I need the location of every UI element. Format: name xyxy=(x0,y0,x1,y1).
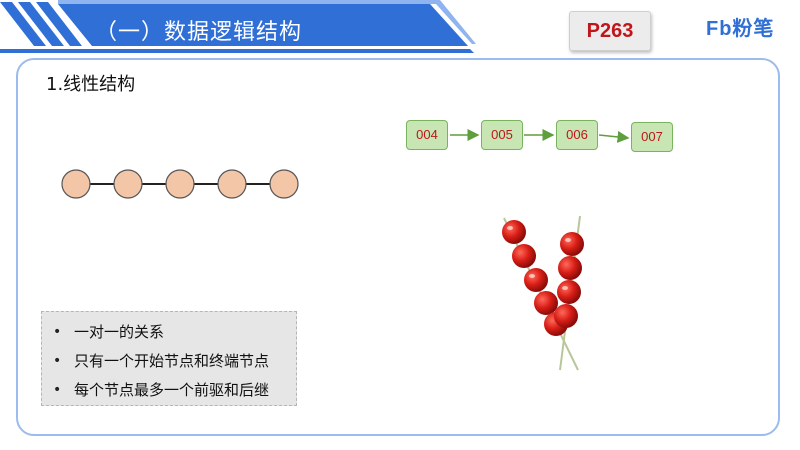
linked-list-diagram: 004 005 006 007 xyxy=(400,112,690,160)
header-banner xyxy=(0,0,476,53)
bullet-dot-icon: • xyxy=(53,382,62,398)
bullet-text: 只有一个开始节点和终端节点 xyxy=(74,352,270,370)
chain-node xyxy=(165,169,195,199)
section-heading: 1.线性结构 xyxy=(46,74,136,95)
brand-logo: Fb粉笔 xyxy=(706,18,775,40)
content-panel xyxy=(16,58,780,436)
bullet-text: 一对一的关系 xyxy=(74,323,165,341)
list-node-box: 006 xyxy=(556,120,598,150)
bullet-dot-icon: • xyxy=(53,324,62,340)
bullet-item: • 一对一的关系 xyxy=(50,318,296,347)
bullet-item: • 只有一个开始节点和终端节点 xyxy=(50,347,296,376)
arrow xyxy=(598,130,630,143)
page-number-badge: P263 xyxy=(569,11,651,51)
bullet-dot-icon: • xyxy=(53,353,62,369)
bullet-text: 每个节点最多一个前驱和后继 xyxy=(74,381,270,399)
page-title: （一）数据逻辑结构 xyxy=(95,20,303,45)
list-node-box: 007 xyxy=(631,122,673,152)
bullet-item: • 每个节点最多一个前驱和后继 xyxy=(50,376,296,405)
list-node-box: 005 xyxy=(481,120,523,150)
chain-node xyxy=(217,169,247,199)
list-node-box: 004 xyxy=(406,120,448,150)
tanghulu-icon xyxy=(502,215,584,371)
bullet-list-box: • 一对一的关系 • 只有一个开始节点和终端节点 • 每个节点最多一个前驱和后继 xyxy=(41,311,297,406)
list-arrows xyxy=(450,129,630,143)
chain-node xyxy=(269,169,299,199)
node-chain-diagram xyxy=(61,169,299,199)
chain-node xyxy=(61,169,91,199)
chain-node xyxy=(113,169,143,199)
